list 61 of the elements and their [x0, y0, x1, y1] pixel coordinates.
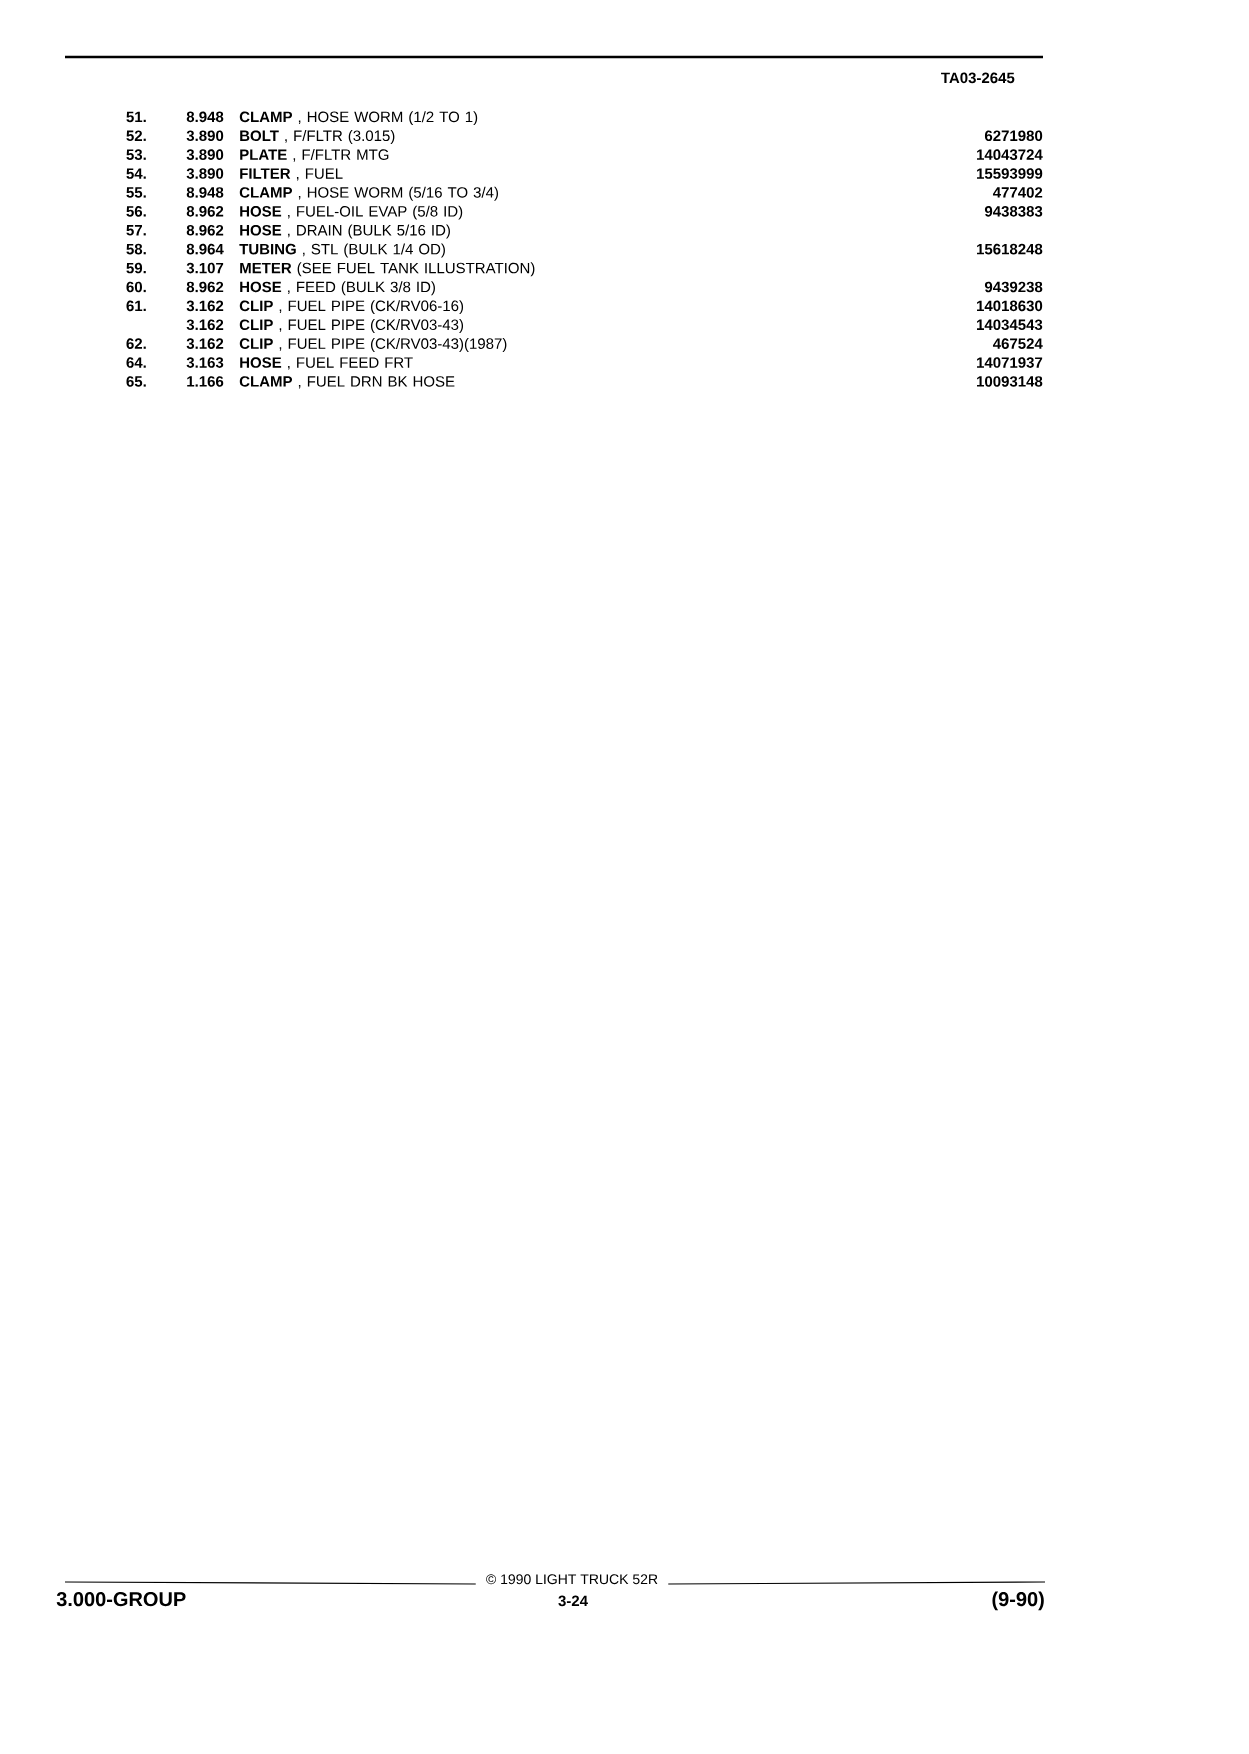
part-number: 467524 [992, 338, 1043, 349]
item-number: 62. [126, 338, 146, 349]
item-number: 59. [126, 262, 146, 274]
item-description: PLATE , F/FLTR MTG [240, 148, 389, 162]
group-code: 3.162 [186, 319, 224, 331]
item-number: 65. [126, 376, 146, 387]
item-description: HOSE , FUEL FEED FRT [240, 357, 413, 370]
group-code: 3.890 [186, 168, 224, 179]
group-code: 3.162 [186, 338, 224, 349]
item-number: 56. [126, 206, 146, 217]
page-number: 3-24 [558, 1595, 588, 1607]
item-description: METER (SEE FUEL TANK ILLUSTRATION) [240, 262, 535, 277]
group-code: 1.166 [187, 376, 224, 387]
part-number: 15593999 [977, 168, 1043, 179]
item-description: HOSE , FEED (BULK 3/8 ID) [240, 281, 435, 296]
group-code: 8.962 [186, 224, 224, 236]
group-code: 8.948 [186, 187, 224, 198]
item-description: CLIP , FUEL PIPE (CK/RV03-43) [239, 319, 464, 333]
part-number: 9439238 [984, 281, 1043, 293]
group-code: 3.890 [186, 130, 224, 142]
group-name: 3.000-GROUP [56, 1592, 186, 1607]
item-number: 64. [126, 357, 146, 368]
group-code: 8.948 [186, 111, 224, 123]
part-number: 15618248 [977, 243, 1043, 255]
item-description: BOLT , F/FLTR (3.015) [240, 130, 395, 144]
part-number: 14043724 [977, 149, 1043, 160]
part-number: 10093148 [977, 376, 1043, 387]
item-description: CLIP , FUEL PIPE (CK/RV06-16) [239, 300, 464, 315]
part-number: 9438383 [984, 206, 1043, 217]
item-number: 53. [126, 149, 146, 160]
group-code: 3.163 [186, 357, 224, 368]
group-code: 3.162 [186, 300, 224, 312]
item-number: 60. [126, 281, 146, 293]
part-number: 14034543 [977, 319, 1043, 331]
item-description: HOSE , DRAIN (BULK 5/16 ID) [240, 224, 450, 239]
item-number: 58. [126, 243, 146, 255]
part-number: 14018630 [977, 300, 1043, 312]
reference-number: TA03-2645 [941, 72, 1015, 84]
part-number: 14071937 [977, 357, 1043, 368]
item-description: CLAMP , HOSE WORM (1/2 TO 1) [239, 111, 478, 126]
group-code: 3.107 [186, 262, 224, 274]
item-number: 55. [126, 187, 146, 198]
item-description: TUBING , STL (BULK 1/4 OD) [239, 243, 445, 258]
revision-date: (9-90) [992, 1591, 1044, 1611]
copyright-line: © 1990 LIGHT TRUCK 52R [486, 1574, 658, 1585]
item-number: 57. [126, 225, 146, 236]
item-number: 54. [126, 168, 146, 179]
item-description: CLIP , FUEL PIPE (CK/RV03-43)(1987) [239, 337, 507, 352]
item-number: 61. [126, 300, 146, 312]
group-code: 8.964 [186, 243, 224, 255]
group-code: 8.962 [186, 206, 224, 217]
part-number: 6271980 [984, 130, 1043, 142]
item-description: HOSE , FUEL-OIL EVAP (5/8 ID) [240, 205, 463, 220]
item-description: CLAMP , FUEL DRN BK HOSE [239, 376, 455, 389]
part-number: 477402 [992, 187, 1043, 198]
group-code: 8.962 [186, 281, 224, 293]
item-number: 52. [126, 130, 146, 142]
item-description: FILTER , FUEL [240, 168, 343, 181]
group-code: 3.890 [186, 149, 224, 160]
item-description: CLAMP , HOSE WORM (5/16 TO 3/4) [239, 186, 498, 201]
item-number: 51. [126, 111, 146, 123]
